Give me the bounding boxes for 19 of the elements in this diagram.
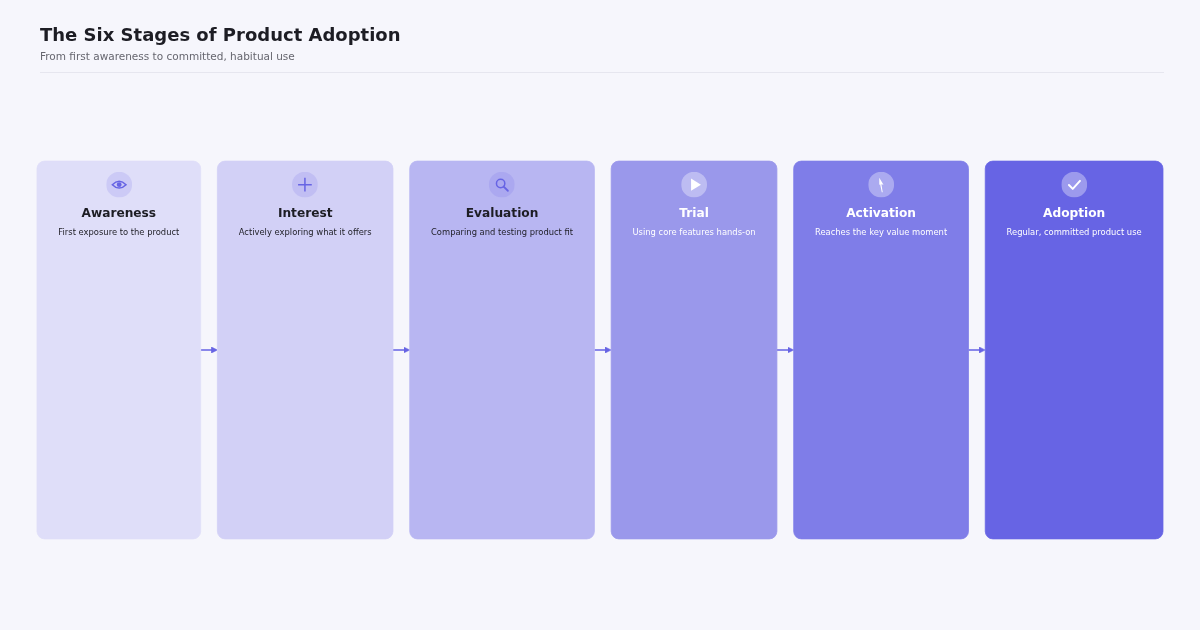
stage-description: Reaches the key value moment <box>815 226 948 240</box>
arrow <box>593 346 612 354</box>
arrow <box>392 346 410 354</box>
title: The Six Stages of Product Adoption <box>40 24 401 45</box>
stage-description: Regular, committed product use <box>1006 226 1142 240</box>
subtitle: From first awareness to committed, habitual use <box>40 50 295 62</box>
stage-heading: Activation <box>846 204 916 222</box>
stage-description: Actively exploring what it offers <box>238 226 372 240</box>
stage-description: Using core features hands-on <box>632 226 756 240</box>
stage-heading: Interest <box>277 204 333 222</box>
stage-description: First exposure to the product <box>58 226 180 240</box>
stage-description: Comparing and testing product fit <box>431 226 574 240</box>
stage-heading: Evaluation <box>465 204 539 222</box>
arrow <box>776 346 794 354</box>
stage-heading: Adoption <box>1043 204 1106 222</box>
stage-heading: Trial <box>679 204 709 222</box>
arrow <box>199 346 218 354</box>
arrow <box>967 346 986 354</box>
stage-heading: Awareness <box>81 204 157 222</box>
